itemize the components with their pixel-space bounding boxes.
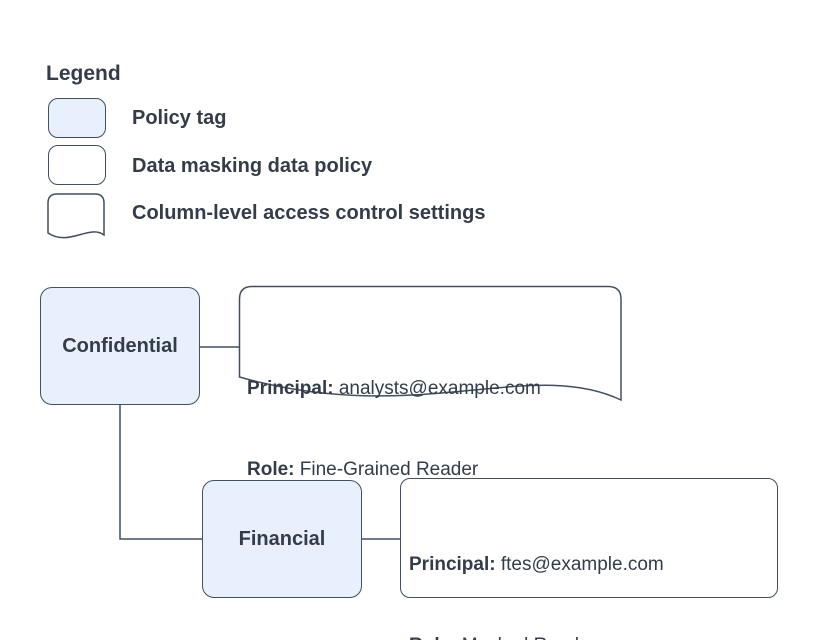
data-policy-swatch [48,145,106,185]
principal-line: Principal: analysts@example.com [247,378,541,399]
legend-title: Legend [46,62,121,85]
legend-item-policy-tag: Policy tag [132,107,227,129]
policy-tag-node-confidential: Confidential [40,287,200,405]
policy-tag-label: Financial [238,527,326,550]
role-line: Role: Fine-Grained Reader [247,459,479,480]
legend-item-data-masking-policy: Data masking data policy [132,155,373,177]
financial-data-policy-text: Principal: ftes@example.com Role: Masked… [409,497,717,640]
column-access-document-swatch [47,193,105,239]
financial-data-policy-shape [400,478,778,598]
legend-item-column-access: Column-level access control settings [132,202,486,224]
column-access-settings-shape [238,285,622,402]
confidential-access-settings-text: Principal: analysts@example.com Role: Fi… [247,321,541,537]
role-line: Role: Masked Reader [409,632,717,640]
policy-tag-label: Confidential [62,334,178,357]
policy-tag-swatch [48,98,106,138]
principal-line: Principal: ftes@example.com [409,554,664,575]
connector-confidential-to-financial [119,405,203,540]
policy-tag-node-financial: Financial [202,480,362,598]
